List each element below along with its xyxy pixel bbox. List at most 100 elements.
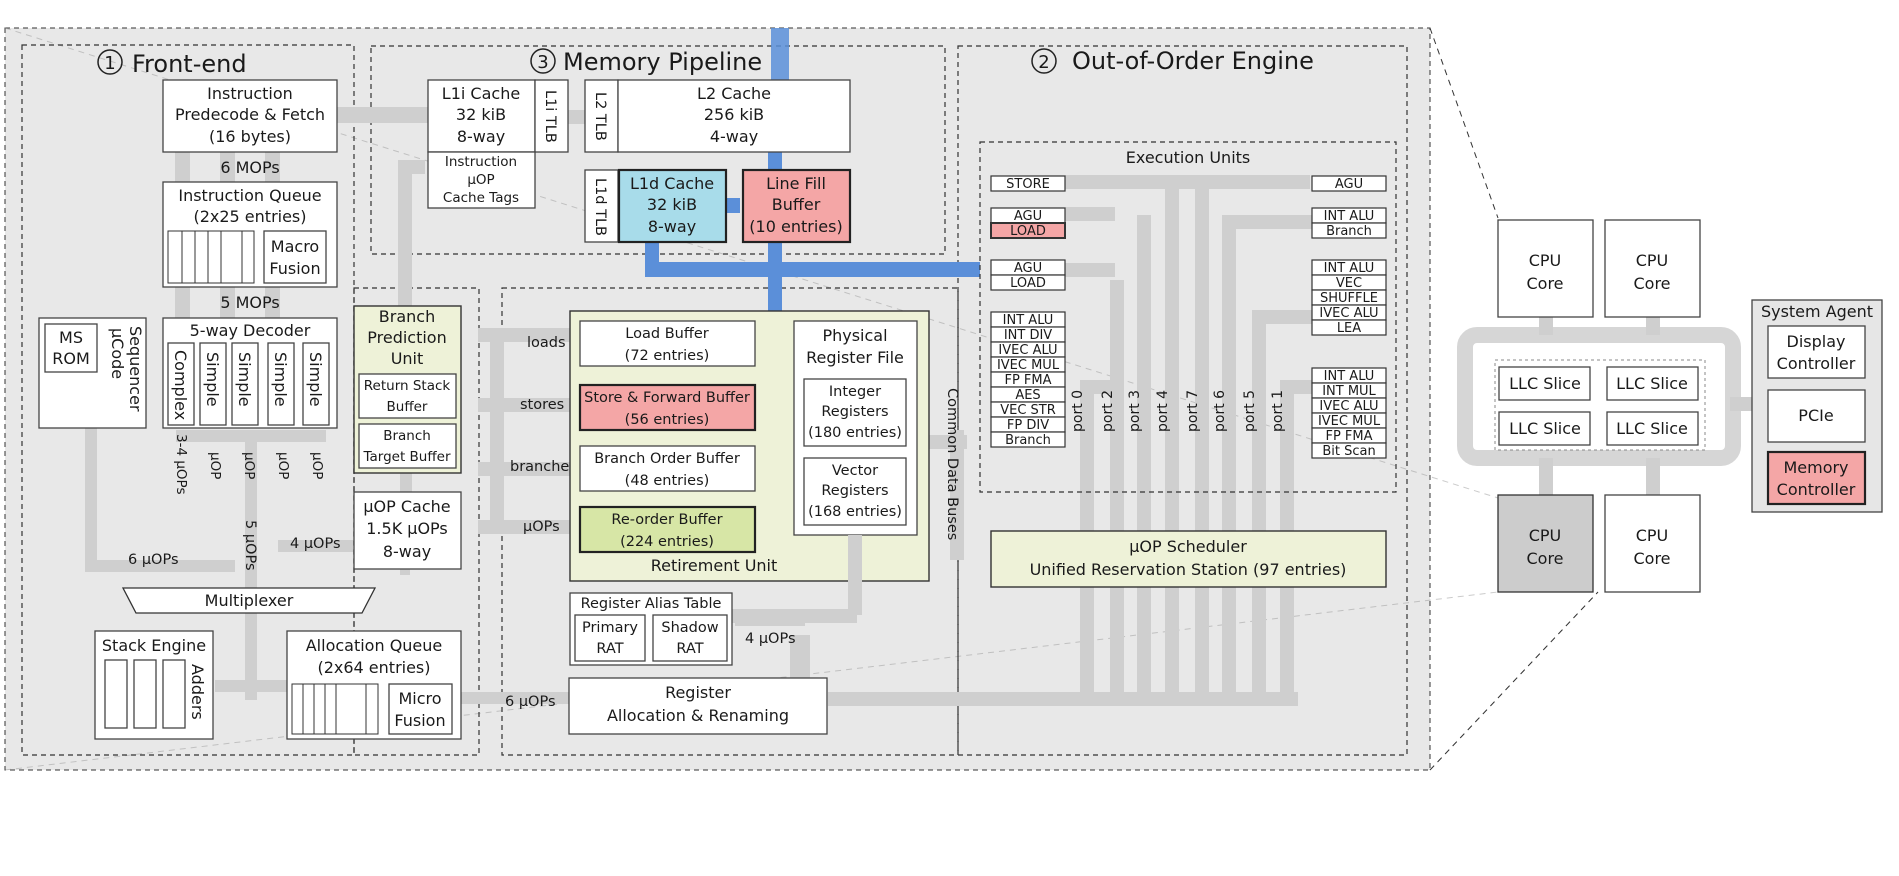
svg-text:8-way: 8-way	[457, 127, 505, 146]
svg-text:Return Stack: Return Stack	[364, 378, 451, 394]
svg-text:Simple: Simple	[203, 352, 222, 407]
svg-text:Buffer: Buffer	[387, 399, 428, 415]
svg-text:µOP: µOP	[241, 452, 257, 479]
port-label: port 3	[1127, 390, 1143, 432]
branch-order-buffer: Branch Order Buffer (48 entries)	[579, 445, 756, 492]
ms-rom-box	[44, 323, 98, 373]
svg-text:LLC Slice: LLC Slice	[1509, 374, 1581, 393]
l1i-cache: L1i Cache 32 kiB 8-way L1i TLB	[427, 79, 569, 153]
svg-text:µOP Cache: µOP Cache	[363, 497, 450, 516]
svg-text:Fusion: Fusion	[394, 711, 445, 730]
allocation-queue: Allocation Queue (2x64 entries) Micro Fu…	[286, 630, 462, 740]
svg-text:µOP: µOP	[309, 452, 325, 479]
uops6-label: 6 µOPs	[128, 552, 179, 568]
svg-text:LLC Slice: LLC Slice	[1616, 374, 1688, 393]
svg-text:L2 TLB: L2 TLB	[592, 92, 608, 141]
svg-text:3: 3	[537, 52, 548, 73]
cpu-core-1: CPU Core	[1497, 219, 1594, 318]
svg-text:Simple: Simple	[235, 352, 254, 407]
exec-unit-label: INT ALU	[1324, 209, 1375, 224]
svg-text:(16 bytes): (16 bytes)	[209, 127, 291, 146]
svg-text:Vector: Vector	[832, 463, 878, 479]
exec-unit-label: Branch	[1005, 433, 1051, 448]
exec-unit-box	[1311, 319, 1387, 336]
svg-text:Registers: Registers	[821, 404, 888, 420]
exec-unit-label: Bit Scan	[1322, 444, 1375, 459]
svg-text:5-way Decoder: 5-way Decoder	[190, 321, 311, 340]
uop-cache-tags: Instruction µOP Cache Tags	[427, 151, 536, 209]
svg-text:(56 entries): (56 entries)	[625, 412, 710, 428]
svg-text:ROM: ROM	[52, 349, 90, 368]
cpu-core-3: CPU Core	[1497, 494, 1594, 593]
branches-label: branches	[510, 459, 577, 475]
svg-text:L1d Cache: L1d Cache	[630, 174, 714, 193]
branch-target-buffer	[358, 423, 457, 469]
svg-text:Register: Register	[665, 683, 731, 702]
ooo-title: 2 Out-of-Order Engine	[1031, 47, 1314, 75]
uop-scheduler: µOP Scheduler Unified Reservation Statio…	[990, 530, 1387, 588]
shadow-rat	[652, 614, 728, 662]
svg-text:(224 entries): (224 entries)	[620, 534, 714, 550]
svg-text:Allocation Queue: Allocation Queue	[306, 636, 443, 655]
vector-registers	[803, 457, 907, 526]
svg-text:Shadow: Shadow	[661, 620, 718, 636]
svg-text:Integer: Integer	[829, 384, 881, 400]
svg-text:Out-of-Order Engine: Out-of-Order Engine	[1072, 47, 1314, 75]
svg-text:Branch: Branch	[379, 307, 435, 326]
branch-prediction-unit: Branch Prediction Unit Return Stack Buff…	[353, 305, 462, 474]
ucode-sequencer: MS ROM µCode Sequencer	[38, 317, 147, 429]
common-data-buses: Common Data Buses	[944, 388, 960, 540]
exec-unit-box	[990, 431, 1066, 448]
svg-text:4-way: 4-way	[710, 127, 758, 146]
svg-text:Execution Units: Execution Units	[1126, 148, 1251, 167]
svg-text:Register File: Register File	[806, 348, 904, 367]
svg-text:8-way: 8-way	[648, 217, 696, 236]
svg-text:Target Buffer: Target Buffer	[362, 449, 450, 465]
svg-text:(48 entries): (48 entries)	[625, 473, 710, 489]
svg-text:Registers: Registers	[821, 483, 888, 499]
svg-text:Fusion: Fusion	[269, 259, 320, 278]
mops5-label: 5 MOPs	[220, 293, 279, 312]
svg-text:Complex: Complex	[171, 350, 190, 420]
exec-unit-label: INT MUL	[1322, 384, 1376, 399]
l2-cache: L2 TLB L2 Cache 256 kiB 4-way	[584, 79, 851, 153]
svg-text:LLC Slice: LLC Slice	[1509, 419, 1581, 438]
svg-text:Instruction: Instruction	[207, 84, 293, 103]
svg-text:Branch: Branch	[383, 428, 431, 444]
svg-text:µOP: µOP	[467, 172, 494, 188]
exec-unit-label: IVEC MUL	[1318, 414, 1381, 429]
exec-unit-label: FP FMA	[1325, 429, 1372, 444]
system-agent: System Agent Display Controller PCIe Mem…	[1751, 299, 1883, 513]
svg-text:32 kiB: 32 kiB	[456, 105, 506, 124]
macro-fusion-box	[263, 230, 327, 284]
multiplexer: Multiplexer	[121, 587, 377, 614]
exec-unit-label: AGU	[1014, 261, 1042, 276]
exec-unit-label: LOAD	[1010, 224, 1046, 239]
store-forward-buffer: Store & Forward Buffer (56 entries)	[578, 383, 757, 432]
svg-text:(180 entries): (180 entries)	[808, 425, 902, 441]
svg-text:Stack Engine: Stack Engine	[102, 636, 206, 655]
exec-unit-label: IVEC ALU	[998, 343, 1057, 358]
mops6-label: 6 MOPs	[220, 158, 279, 177]
svg-text:L1i TLB: L1i TLB	[542, 90, 558, 143]
exec-unit-label: FP DIV	[1007, 418, 1049, 433]
svg-text:Simple: Simple	[306, 352, 325, 407]
svg-text:Adders: Adders	[188, 664, 207, 720]
svg-text:Memory: Memory	[1783, 458, 1848, 477]
stores-label: stores	[520, 397, 564, 413]
port-label: port 4	[1155, 390, 1171, 432]
svg-text:1: 1	[104, 53, 115, 74]
svg-text:(168 entries): (168 entries)	[808, 504, 902, 520]
l1d-tlb: L1d TLB	[584, 169, 619, 243]
svg-text:(72 entries): (72 entries)	[625, 348, 710, 364]
physical-register-file: Physical Register File Integer Registers…	[793, 320, 918, 536]
svg-text:Multiplexer: Multiplexer	[205, 591, 294, 610]
memory-frame	[370, 45, 946, 255]
exec-unit-label: LEA	[1337, 321, 1361, 336]
exec-unit-label: FP FMA	[1004, 373, 1051, 388]
svg-text:CPU: CPU	[1529, 526, 1562, 545]
svg-text:µOP: µOP	[275, 452, 291, 479]
svg-text:Retirement Unit: Retirement Unit	[651, 556, 778, 575]
svg-text:Unit: Unit	[391, 349, 424, 368]
